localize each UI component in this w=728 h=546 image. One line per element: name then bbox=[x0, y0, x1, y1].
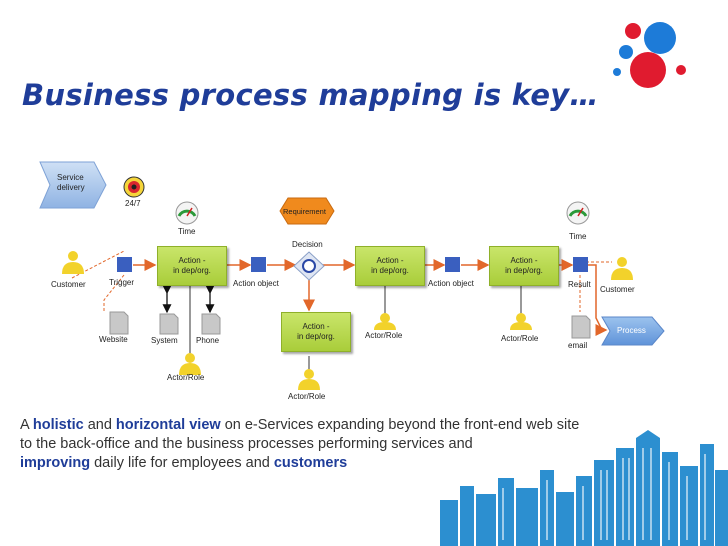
action-label: Action - in dep/org. bbox=[173, 256, 211, 275]
city-skyline-windows bbox=[502, 448, 706, 540]
time-gauge-icon bbox=[566, 201, 590, 225]
actor-icon bbox=[298, 369, 320, 390]
system-label: System bbox=[151, 336, 178, 345]
time-247-icon bbox=[123, 176, 145, 198]
trigger-label: Trigger bbox=[109, 278, 135, 287]
actor-role-label: Actor/Role bbox=[365, 331, 403, 340]
phone-system-icon bbox=[201, 313, 221, 335]
time-gauge-icon bbox=[175, 201, 199, 225]
emphasis-holistic: holistic bbox=[32, 417, 84, 433]
actor-role-label: Actor/Role bbox=[288, 392, 326, 401]
action-box: Action - in dep/org. bbox=[157, 246, 227, 286]
action-box: Action - in dep/org. bbox=[355, 246, 425, 286]
trigger-square bbox=[117, 257, 132, 272]
time-label: Time bbox=[178, 227, 196, 236]
decision-label: Decision bbox=[292, 240, 323, 249]
description-line-2: to the back-office and the business proc… bbox=[20, 436, 473, 452]
action-label: Action - in dep/org. bbox=[371, 256, 409, 275]
phone-label: Phone bbox=[196, 336, 220, 345]
description-line-1: A holistic and horizontal view on e-Serv… bbox=[20, 416, 725, 435]
customer-label: Customer bbox=[51, 280, 86, 289]
text-run: and bbox=[83, 417, 116, 433]
service-delivery-shape bbox=[39, 161, 107, 209]
process-shape bbox=[601, 316, 665, 346]
actor-icon bbox=[179, 353, 201, 375]
website-label: Website bbox=[99, 335, 128, 344]
customer-icon bbox=[62, 251, 84, 274]
service-delivery-label: Service delivery bbox=[57, 173, 85, 192]
system-icon bbox=[159, 313, 179, 335]
dashed-connector bbox=[103, 274, 125, 312]
website-system-icon bbox=[109, 311, 129, 335]
action-box: Action - in dep/org. bbox=[281, 312, 351, 352]
time-label: Time bbox=[569, 232, 587, 241]
process-label: Process bbox=[617, 326, 646, 335]
time-247-label: 24/7 bbox=[125, 199, 141, 208]
text-run: A bbox=[20, 417, 33, 433]
action-label: Action - in dep/org. bbox=[505, 256, 543, 275]
flow-arrow bbox=[588, 264, 608, 336]
emphasis-horizontal-view: horizontal view bbox=[115, 417, 221, 433]
decision-diamond bbox=[293, 251, 325, 281]
requirement-label: Requirement bbox=[283, 207, 326, 216]
result-label: Result bbox=[568, 280, 591, 289]
actor-role-label: Actor/Role bbox=[167, 373, 205, 382]
action-label: Action - in dep/org. bbox=[297, 322, 335, 341]
action-object-square bbox=[445, 257, 460, 272]
slide-title: Business process mapping is key… bbox=[22, 78, 599, 112]
action-object-label: Action object bbox=[428, 279, 474, 288]
emphasis-customers: customers bbox=[273, 455, 348, 471]
requirement-shape bbox=[279, 197, 335, 225]
emphasis-improving: improving bbox=[20, 455, 91, 471]
email-label: email bbox=[568, 341, 588, 350]
actor-icon bbox=[374, 313, 396, 330]
actor-icon bbox=[510, 313, 532, 330]
description-line-3: improving daily life for employees and c… bbox=[20, 454, 725, 473]
customer-label: Customer bbox=[600, 285, 635, 294]
actor-role-label: Actor/Role bbox=[501, 334, 539, 343]
customer-icon bbox=[611, 257, 633, 280]
text-run: on e-Services expanding beyond the front… bbox=[220, 417, 580, 433]
action-object-square bbox=[251, 257, 266, 272]
text-run: daily life for employees and bbox=[90, 455, 274, 471]
action-box: Action - in dep/org. bbox=[489, 246, 559, 286]
description-text: A holistic and horizontal view on e-Serv… bbox=[20, 416, 725, 473]
action-object-label: Action object bbox=[233, 279, 279, 288]
email-system-icon bbox=[571, 315, 591, 339]
result-square bbox=[573, 257, 588, 272]
